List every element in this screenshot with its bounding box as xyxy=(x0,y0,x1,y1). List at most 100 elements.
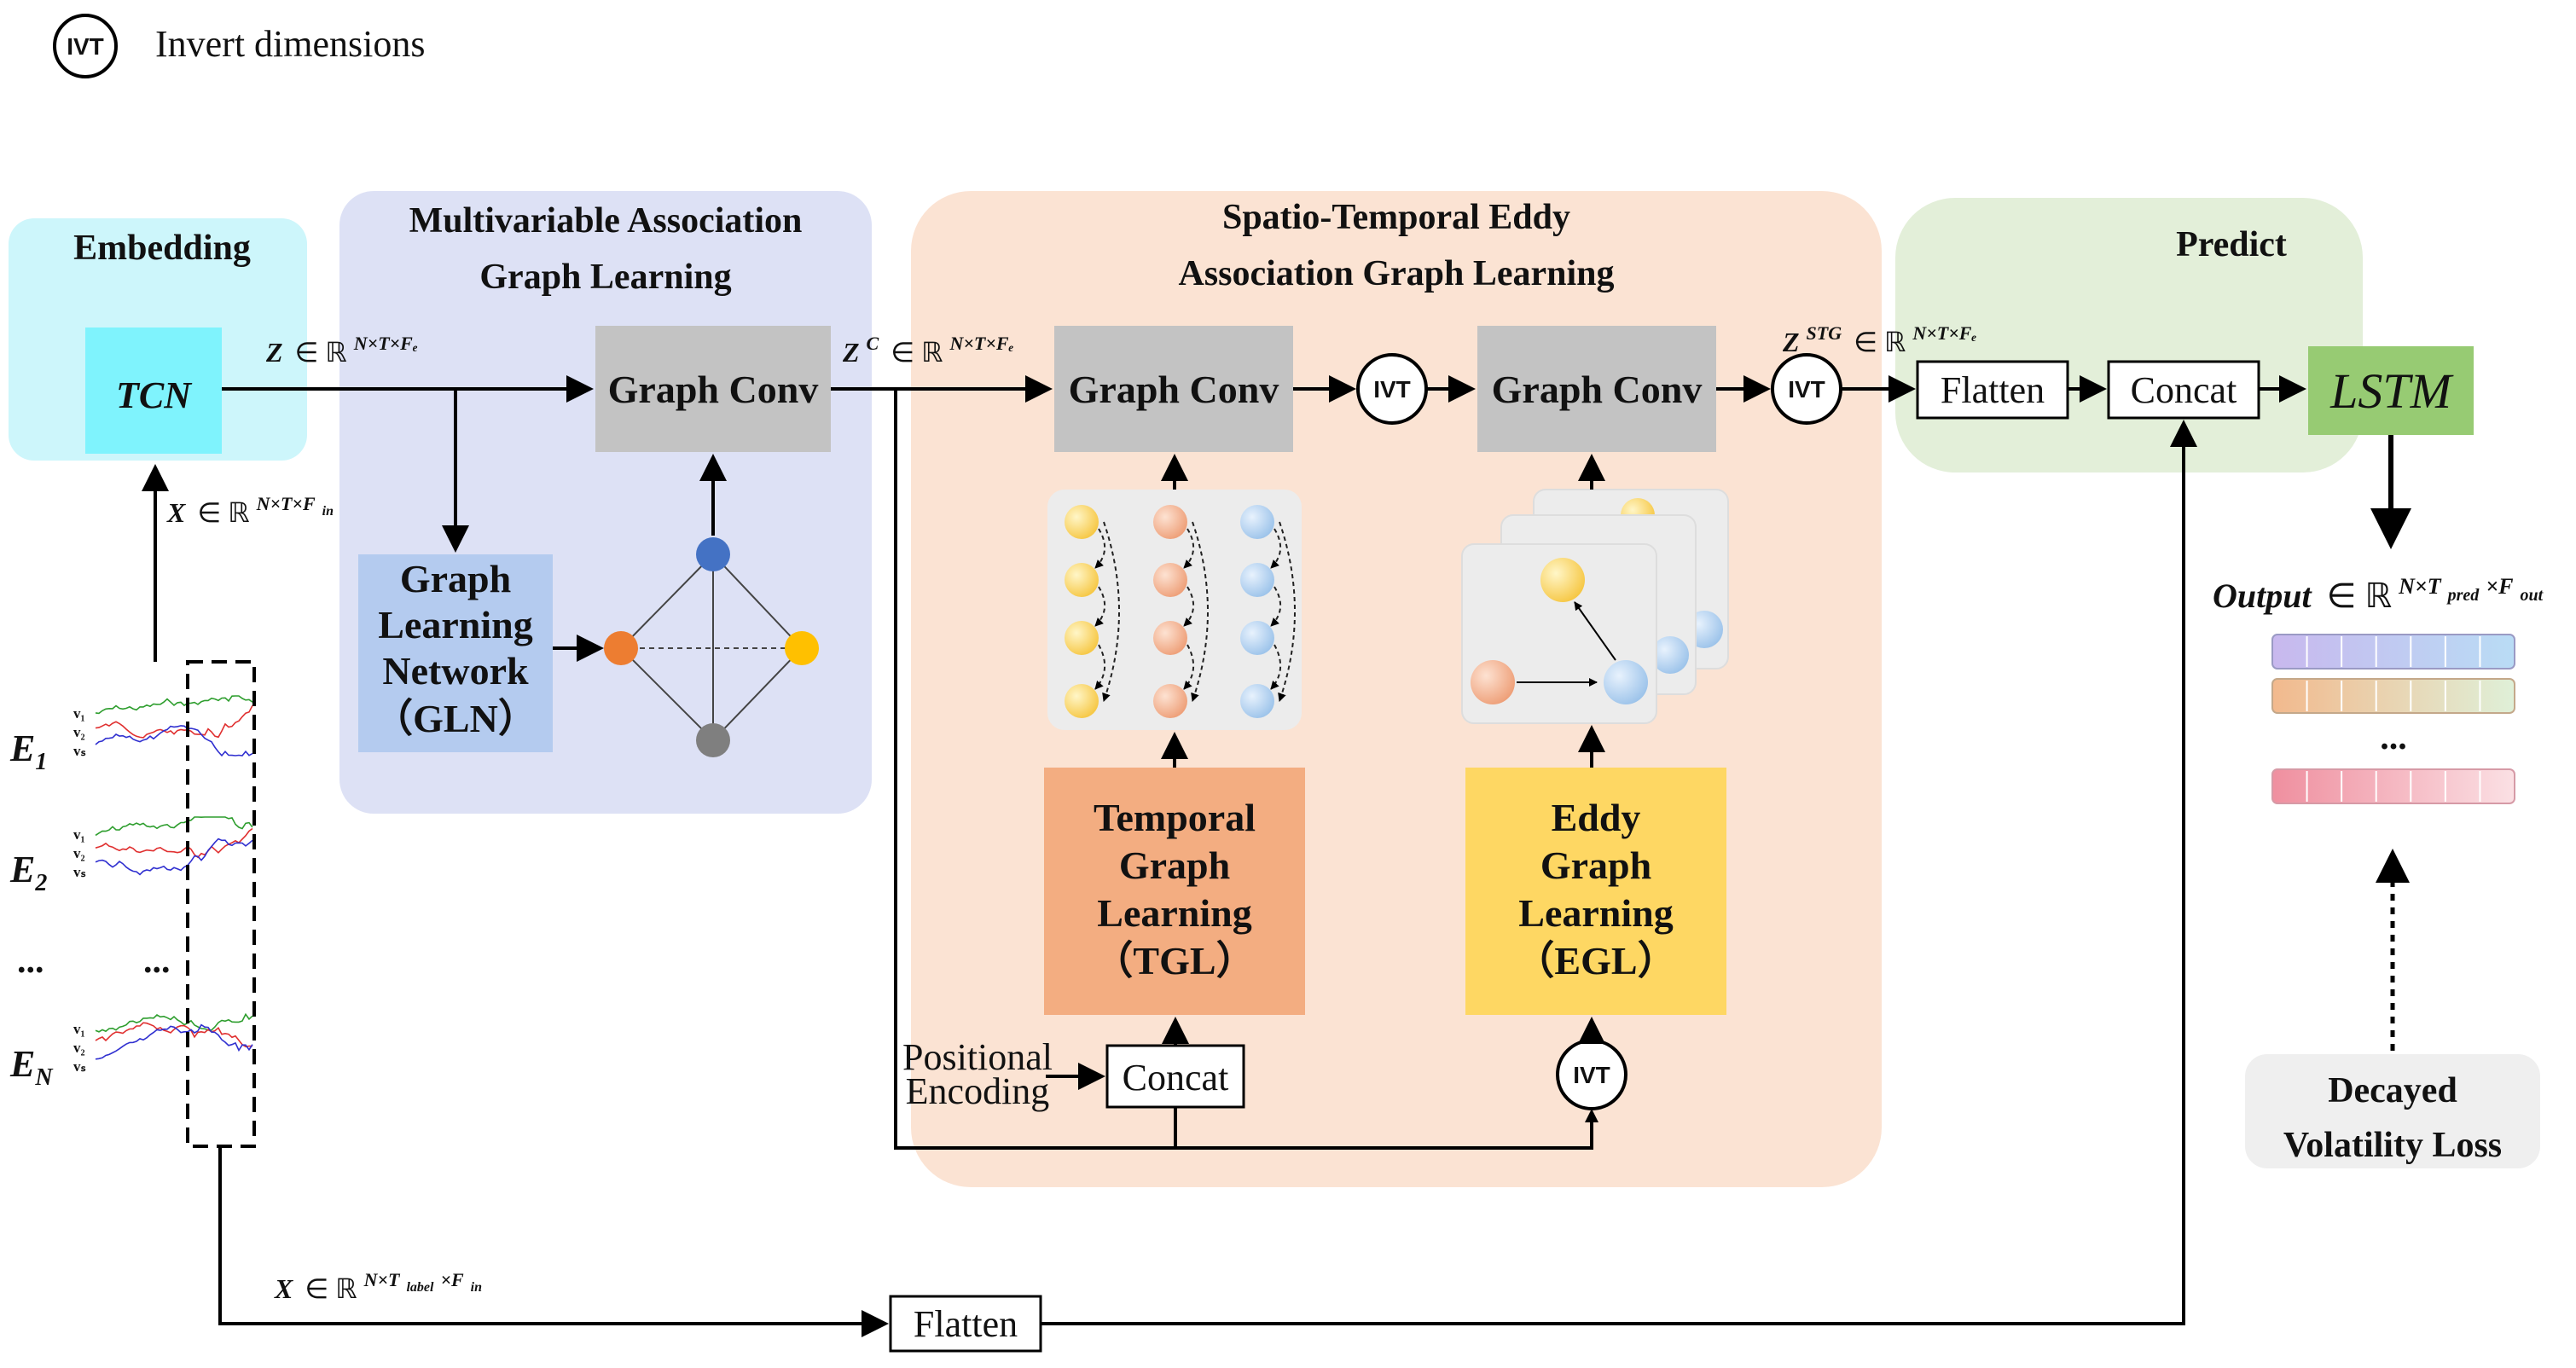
lstm-box xyxy=(2308,346,2474,435)
tgl-line2: Graph xyxy=(1119,843,1230,887)
temporal-node xyxy=(1065,621,1099,655)
temporal-node xyxy=(1153,684,1187,718)
label-x-label-sup-sub2: in xyxy=(471,1280,482,1295)
ivt-2-label: IVT xyxy=(1788,376,1825,403)
label-zstg-space: ∈ ℝ xyxy=(1854,327,1906,357)
temporal-node xyxy=(1240,505,1274,539)
label-zstg-var: Z xyxy=(1782,327,1800,357)
label-x-in-sup-sub: in xyxy=(322,504,334,519)
node-gray xyxy=(696,723,730,757)
egl-line1: Eddy xyxy=(1552,796,1641,839)
bottom-route-to-concat xyxy=(1041,420,2197,1325)
label-x-in: X ∈ ℝ N×T×F in xyxy=(166,485,334,528)
loss-line1: Decayed xyxy=(2328,1071,2457,1110)
bottom-route-to-flatten xyxy=(218,1146,889,1337)
learned-graph xyxy=(604,537,819,757)
positional-line2: Encoding xyxy=(906,1070,1050,1112)
temporal-node xyxy=(1153,505,1187,539)
temporal-node xyxy=(1240,563,1274,597)
tgl-line3: Learning xyxy=(1097,891,1251,935)
variable-label: v₁ xyxy=(73,705,85,722)
entity-e2: E2 xyxy=(9,849,47,896)
ivt-legend-circle xyxy=(53,14,118,78)
legend: IVT Invert dimensions xyxy=(53,14,426,78)
variable-label: v₂ xyxy=(73,845,85,861)
label-x-label-sup: N×T xyxy=(363,1269,401,1290)
label-zc-var-sup: C xyxy=(867,333,879,354)
ivt-3-label: IVT xyxy=(1573,1062,1610,1088)
label-zc-space: ∈ ℝ xyxy=(891,337,943,368)
gln-line3: Network xyxy=(382,649,529,693)
label-zc-var: Z xyxy=(842,337,860,368)
tgl-box xyxy=(1044,768,1305,1015)
entity-ellipsis-left: ... xyxy=(17,942,44,981)
node-yellow xyxy=(785,631,819,665)
label-x-label-var: X xyxy=(274,1273,293,1304)
steag-graph-conv-2 xyxy=(1477,326,1716,452)
label-z-in-space: ∈ ℝ xyxy=(295,337,347,368)
label-zc-sup: N×T×Fₑ xyxy=(949,333,1013,354)
ivt-legend-symbol: IVT xyxy=(67,33,104,60)
variable-label: v₂ xyxy=(73,1040,85,1056)
mag-graph-conv xyxy=(595,326,831,452)
mag-graph-conv-label: Graph Conv xyxy=(608,368,819,411)
label-z-in: Z ∈ ℝ N×T×Fₑ xyxy=(265,333,418,368)
steag-graph-conv-2-label: Graph Conv xyxy=(1492,368,1703,411)
mag-title-line2: Graph Learning xyxy=(479,258,731,297)
steag-title-line1: Spatio-Temporal Eddy xyxy=(1222,198,1570,237)
variable-label: vₛ xyxy=(73,864,86,880)
positional-line1: Positional xyxy=(902,1036,1053,1078)
output-space: ∈ ℝ xyxy=(2327,577,2393,615)
temporal-node xyxy=(1240,684,1274,718)
gln-line1: Graph xyxy=(400,557,511,600)
temporal-node xyxy=(1240,621,1274,655)
connectors xyxy=(142,375,2411,1337)
output-label: Output ∈ ℝ N×T pred ×F out xyxy=(2213,569,2544,615)
egl-line2: Graph xyxy=(1540,843,1651,887)
tgl-line1: Temporal xyxy=(1094,796,1256,839)
label-x-label-sup-sub1: label xyxy=(406,1280,434,1295)
eddy-graph-illustration xyxy=(1461,489,1729,724)
loss-panel xyxy=(2245,1054,2540,1168)
gln-box xyxy=(358,554,553,752)
loss-line2: Volatility Loss xyxy=(2283,1126,2502,1165)
node-blue xyxy=(696,537,730,571)
steag-graph-conv-1 xyxy=(1054,326,1293,452)
temporal-node xyxy=(1065,684,1099,718)
tgl-line4: （TGL） xyxy=(1094,939,1255,983)
output-bars xyxy=(2271,634,2515,804)
label-x-label-space: ∈ ℝ xyxy=(305,1273,357,1304)
predict-flatten-label: Flatten xyxy=(1941,369,2045,411)
tcn-label: TCN xyxy=(116,374,193,416)
variable-label: vₛ xyxy=(73,743,86,759)
legend-text: Invert dimensions xyxy=(155,23,426,65)
temporal-node xyxy=(1153,563,1187,597)
label-z-in-var: Z xyxy=(265,337,283,368)
label-x-label: X ∈ ℝ N×T label ×F in xyxy=(274,1261,482,1304)
steag-concat-label: Concat xyxy=(1123,1057,1229,1098)
entity-e1: E1 xyxy=(9,727,47,775)
egl-line3: Learning xyxy=(1518,891,1673,935)
bottom-flatten-box xyxy=(889,1295,1042,1353)
steag-graph-conv-1-label: Graph Conv xyxy=(1069,368,1279,411)
label-zstg: Z STG ∈ ℝ N×T×Fₑ xyxy=(1782,315,1976,357)
output-ellipsis: ... xyxy=(2380,718,2407,757)
tcn-box xyxy=(85,328,222,454)
egl-line4: （EGL） xyxy=(1515,939,1676,983)
output-sup-mid: ×F xyxy=(2486,574,2513,599)
steag-title-line2: Association Graph Learning xyxy=(1178,254,1614,293)
label-x-in-space: ∈ ℝ xyxy=(197,497,249,528)
label-z-in-sup: N×T×Fₑ xyxy=(353,333,418,354)
ivt-1-label: IVT xyxy=(1373,376,1411,403)
output-var: Output xyxy=(2213,577,2312,615)
gln-line4: （GLN） xyxy=(374,697,537,740)
mag-title-line1: Multivariable Association xyxy=(409,201,803,241)
label-x-label-sup-mid: ×F xyxy=(440,1269,464,1290)
predict-concat-label: Concat xyxy=(2131,369,2237,411)
output-sup: N×T xyxy=(2398,574,2442,599)
label-zc: Z C ∈ ℝ N×T×Fₑ xyxy=(842,325,1014,368)
variable-label: v₂ xyxy=(73,724,85,740)
bottom-flatten-label: Flatten xyxy=(914,1303,1018,1345)
